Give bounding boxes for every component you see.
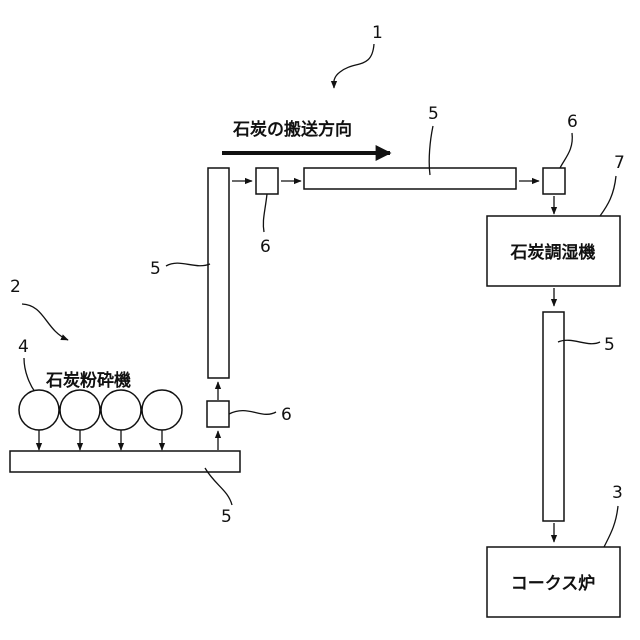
ref-conveyor-bottom-leader [205, 468, 232, 505]
transfer-box-lower [207, 401, 229, 427]
ref-transfer-upper: 6 [260, 237, 271, 257]
dryer-label: 石炭調湿機 [510, 242, 596, 263]
ref-transfer-lower-leader [229, 411, 276, 415]
ref-transfer-right-leader [560, 133, 572, 168]
transfer-box-right [543, 168, 565, 194]
ref-crusher-group: 2 [10, 277, 21, 297]
conveyor-vertical-right [543, 312, 564, 521]
crusher-1 [19, 390, 59, 430]
direction-label: 石炭の搬送方向 [232, 119, 352, 140]
ref-conveyor-top: 5 [428, 104, 439, 124]
crusher-2 [60, 390, 100, 430]
ref-dryer: 7 [614, 153, 625, 173]
ref-system-leader [334, 44, 374, 88]
ref-oven: 3 [612, 483, 623, 503]
transfer-box-upper [256, 168, 278, 194]
crusher-3 [101, 390, 141, 430]
ref-crusher-group-leader [22, 304, 68, 340]
ref-conveyor-vertical-left: 5 [150, 259, 161, 279]
coke-oven-label: コークス炉 [511, 573, 596, 594]
crusher-4 [142, 390, 182, 430]
conveyor-top [304, 168, 516, 189]
ref-conveyor-vertical-right: 5 [604, 335, 615, 355]
ref-conveyor-bottom: 5 [221, 507, 232, 527]
ref-conveyor-vertical-left-leader [166, 263, 210, 266]
ref-oven-leader [604, 506, 618, 547]
ref-crusher-unit: 4 [18, 337, 29, 357]
conveyor-vertical-left [208, 168, 229, 378]
ref-crusher-unit-leader [24, 358, 35, 392]
crusher-label: 石炭粉砕機 [45, 370, 131, 391]
ref-transfer-lower: 6 [281, 405, 292, 425]
ref-transfer-upper-leader [263, 194, 267, 232]
ref-system: 1 [372, 23, 383, 43]
ref-dryer-leader [600, 176, 616, 216]
ref-transfer-right: 6 [567, 112, 578, 132]
